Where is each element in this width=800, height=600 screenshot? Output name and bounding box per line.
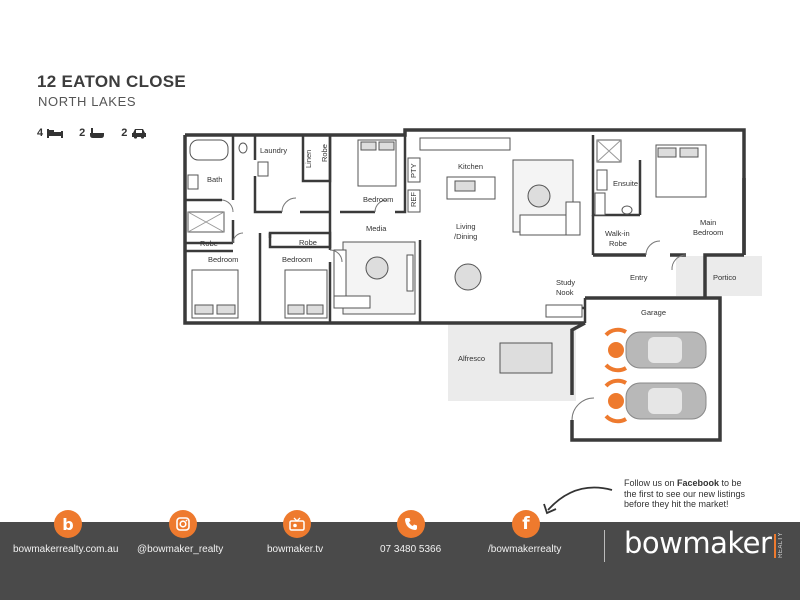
alfresco-table bbox=[499, 342, 553, 374]
instagram-icon[interactable] bbox=[169, 510, 197, 538]
label-bedroom-left: Bedroom bbox=[208, 255, 238, 264]
floor-plan: Laundry Linen Robe Bath Bedroom Kitchen … bbox=[183, 128, 762, 515]
label-living-2: /Dining bbox=[454, 232, 477, 241]
property-address: 12 EATON CLOSE bbox=[37, 72, 187, 91]
exterior-wall bbox=[185, 128, 746, 255]
promo-facebook-word: Facebook bbox=[677, 478, 720, 488]
brand-divider bbox=[604, 530, 605, 562]
label-garage: Garage bbox=[641, 308, 666, 317]
promo-text-4: before they hit the market! bbox=[624, 499, 729, 509]
bedroom-count: 4 bbox=[37, 127, 64, 139]
car-count-value: 2 bbox=[121, 127, 128, 139]
label-bath: Bath bbox=[207, 175, 222, 184]
bath-icon bbox=[90, 127, 105, 138]
label-laundry: Laundry bbox=[260, 146, 287, 155]
label-pty: PTY bbox=[409, 163, 418, 178]
footer-instagram[interactable]: @bowmaker_realty bbox=[137, 544, 224, 555]
promo-text-1: Follow us on bbox=[624, 478, 678, 488]
portico-area bbox=[676, 256, 762, 296]
footer-bar: b bowmakerrealty.com.au @bowmaker_realty… bbox=[0, 510, 800, 600]
footer-tv[interactable]: bowmaker.tv bbox=[267, 544, 324, 555]
label-kitchen: Kitchen bbox=[458, 162, 483, 171]
label-living-1: Living bbox=[456, 222, 476, 231]
label-study-1: Study bbox=[556, 278, 575, 287]
label-media: Media bbox=[366, 224, 387, 233]
footer-phone[interactable]: 07 3480 5366 bbox=[380, 544, 442, 555]
property-suburb: NORTH LAKES bbox=[38, 94, 137, 109]
garage-cars bbox=[604, 327, 707, 424]
label-main-1: Main bbox=[700, 218, 716, 227]
label-linen: Linen bbox=[304, 150, 313, 168]
facebook-arrow bbox=[547, 486, 613, 511]
car-count: 2 bbox=[121, 127, 147, 139]
footer-facebook[interactable]: /bowmakerrealty bbox=[488, 544, 562, 555]
label-walkin-2: Robe bbox=[609, 239, 627, 248]
brand-realty: REALTY bbox=[778, 532, 784, 558]
kitchen-bench bbox=[419, 137, 511, 151]
label-entry: Entry bbox=[630, 273, 648, 282]
phone-icon[interactable] bbox=[397, 510, 425, 538]
brand-logo: bowmaker bbox=[624, 526, 772, 560]
bathroom-count: 2 bbox=[79, 127, 105, 139]
bedroom-count-value: 4 bbox=[37, 127, 44, 139]
brand-b-icon[interactable]: b bbox=[54, 510, 82, 538]
label-robe-top: Robe bbox=[320, 144, 329, 162]
footer-website[interactable]: bowmakerrealty.com.au bbox=[13, 544, 119, 555]
label-bedroom-mid: Bedroom bbox=[282, 255, 312, 264]
bed-icon bbox=[47, 129, 64, 138]
label-alfresco: Alfresco bbox=[458, 354, 485, 363]
label-ref: REF bbox=[409, 192, 418, 207]
promo-text-3: the first to see our new listings bbox=[624, 488, 746, 499]
label-study-2: Nook bbox=[556, 288, 574, 297]
dining-table bbox=[454, 263, 482, 291]
bathtub bbox=[189, 139, 229, 161]
label-robe-mid: Robe bbox=[299, 238, 317, 247]
label-main-2: Bedroom bbox=[693, 228, 723, 237]
label-ensuite: Ensuite bbox=[613, 179, 638, 188]
bathroom-count-value: 2 bbox=[79, 127, 86, 139]
label-walkin-1: Walk-in bbox=[605, 229, 630, 238]
promo-text-2: to be bbox=[719, 478, 742, 488]
label-robe-left: Robe bbox=[200, 239, 218, 248]
facebook-promo: Follow us on Facebook to be the first to… bbox=[624, 478, 774, 510]
tv-icon[interactable] bbox=[283, 510, 311, 538]
label-bedroom-top: Bedroom bbox=[363, 195, 393, 204]
property-specs: 4 2 2 bbox=[37, 127, 157, 139]
facebook-icon[interactable]: f bbox=[512, 510, 540, 538]
label-portico: Portico bbox=[713, 273, 736, 282]
car-icon bbox=[132, 128, 147, 139]
brand-accent-bar bbox=[774, 534, 776, 558]
